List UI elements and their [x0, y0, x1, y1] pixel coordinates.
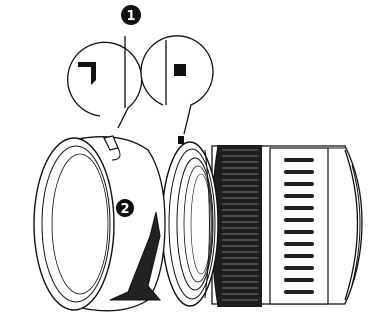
lens-focus-ring	[212, 145, 263, 307]
lens-front-element	[162, 136, 218, 306]
step-1-marker: 1	[121, 5, 141, 25]
lens-body	[162, 136, 362, 307]
step-2-number: 2	[120, 202, 129, 217]
callout-hood-mark	[68, 36, 142, 128]
lens-alignment-dot-icon	[174, 64, 186, 76]
callout-lens-mark	[141, 36, 213, 134]
step-2-marker: 2	[115, 198, 135, 218]
step-1-number: 1	[126, 9, 135, 24]
